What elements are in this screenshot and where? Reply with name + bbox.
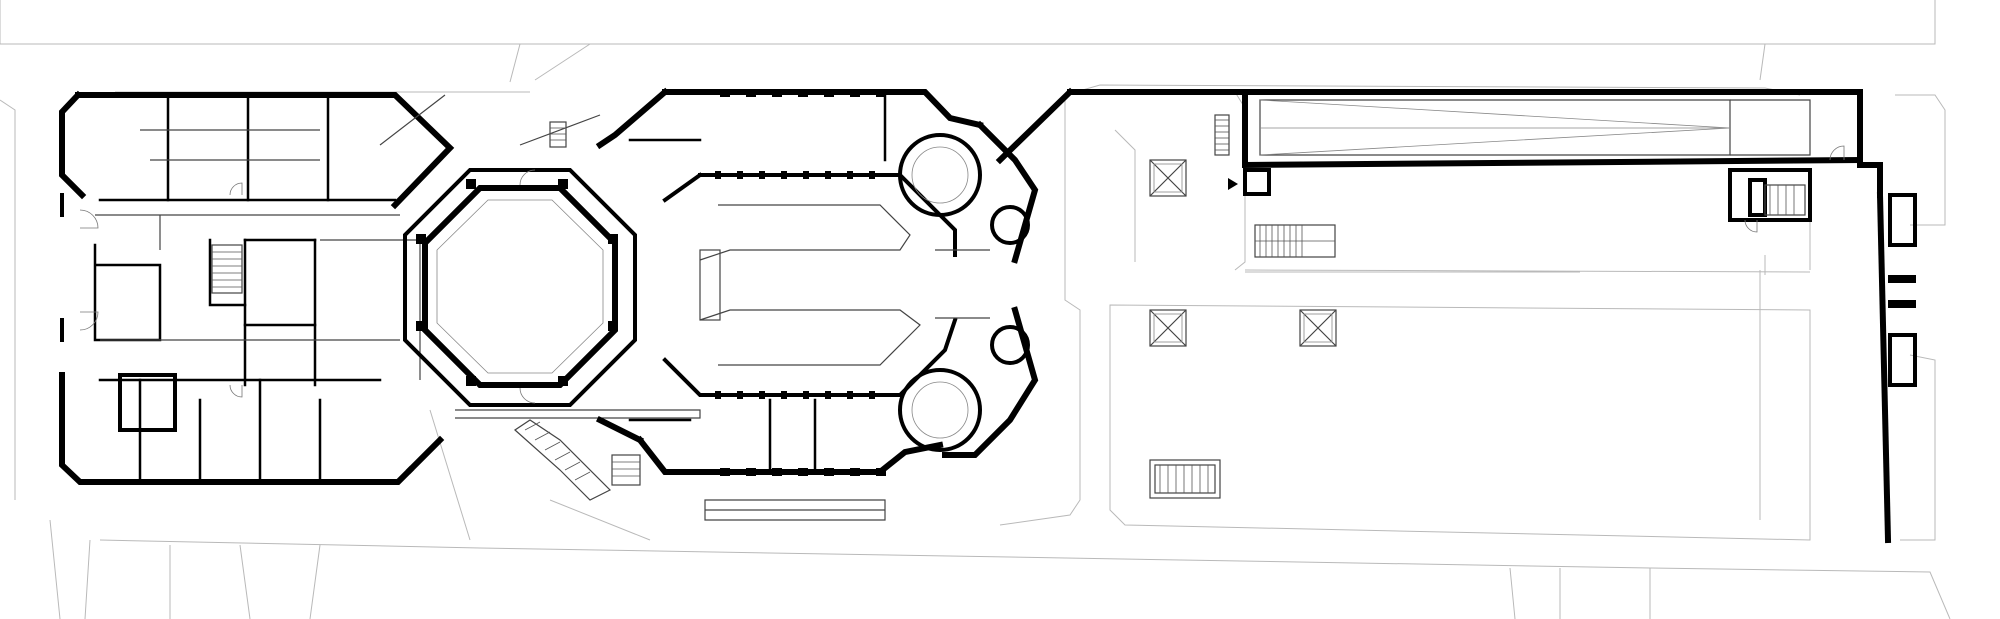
wall-pier [869,391,875,399]
wall-pier [150,93,156,98]
wall-pier [270,93,276,98]
wall-pier [190,479,196,484]
wall-pier [310,93,316,98]
wall-pier [759,391,765,399]
wall-pier [772,468,782,476]
wall-pier [824,89,834,97]
wall-pier [825,171,831,179]
staircases [211,114,1806,501]
wall-pier [110,93,116,98]
wall-pier [466,179,476,189]
wall-pier [110,479,116,484]
wall-pier [876,89,886,97]
wall-pier [310,479,316,484]
wall-pier [847,171,853,179]
wall-pier [746,89,756,97]
wall-pier [850,89,860,97]
wall-pier [869,171,875,179]
wall-pier [824,468,834,476]
west-wing [59,90,455,485]
wall-pier [876,468,886,476]
wall-pier [798,89,808,97]
wall-pier [803,171,809,179]
wall-pier [759,171,765,179]
wall-pier [737,391,743,399]
long-annex [1067,89,1892,544]
wall-pier [416,321,426,331]
wall-pier [720,89,730,97]
wall-pier [720,468,730,476]
wall-pier [781,391,787,399]
wall-pier [150,479,156,484]
wall-pier [608,321,618,331]
east-building [595,87,1075,521]
wall-pier [230,93,236,98]
wall-pier [772,89,782,97]
wall-pier [715,171,721,179]
wall-pier [350,93,356,98]
east-tail [1728,168,1917,387]
wall-piers [110,89,886,484]
octagonal-hall [379,94,701,419]
wall-pier [466,376,476,386]
wall-pier [746,468,756,476]
wall-pier [350,479,356,484]
wall-pier [803,391,809,399]
door-swings [79,145,1845,404]
wall-pier [847,391,853,399]
wall-pier [715,391,721,399]
wall-pier [190,93,196,98]
wall-pier [608,234,618,244]
wall-pier [737,171,743,179]
wall-pier [558,376,568,386]
wall-pier [230,479,236,484]
light-wells [1149,159,1337,347]
wall-pier [416,234,426,244]
wall-pier [781,171,787,179]
wall-pier [798,468,808,476]
wall-pier [270,479,276,484]
wall-pier [825,391,831,399]
wall-pier [558,179,568,189]
wall-pier [850,468,860,476]
